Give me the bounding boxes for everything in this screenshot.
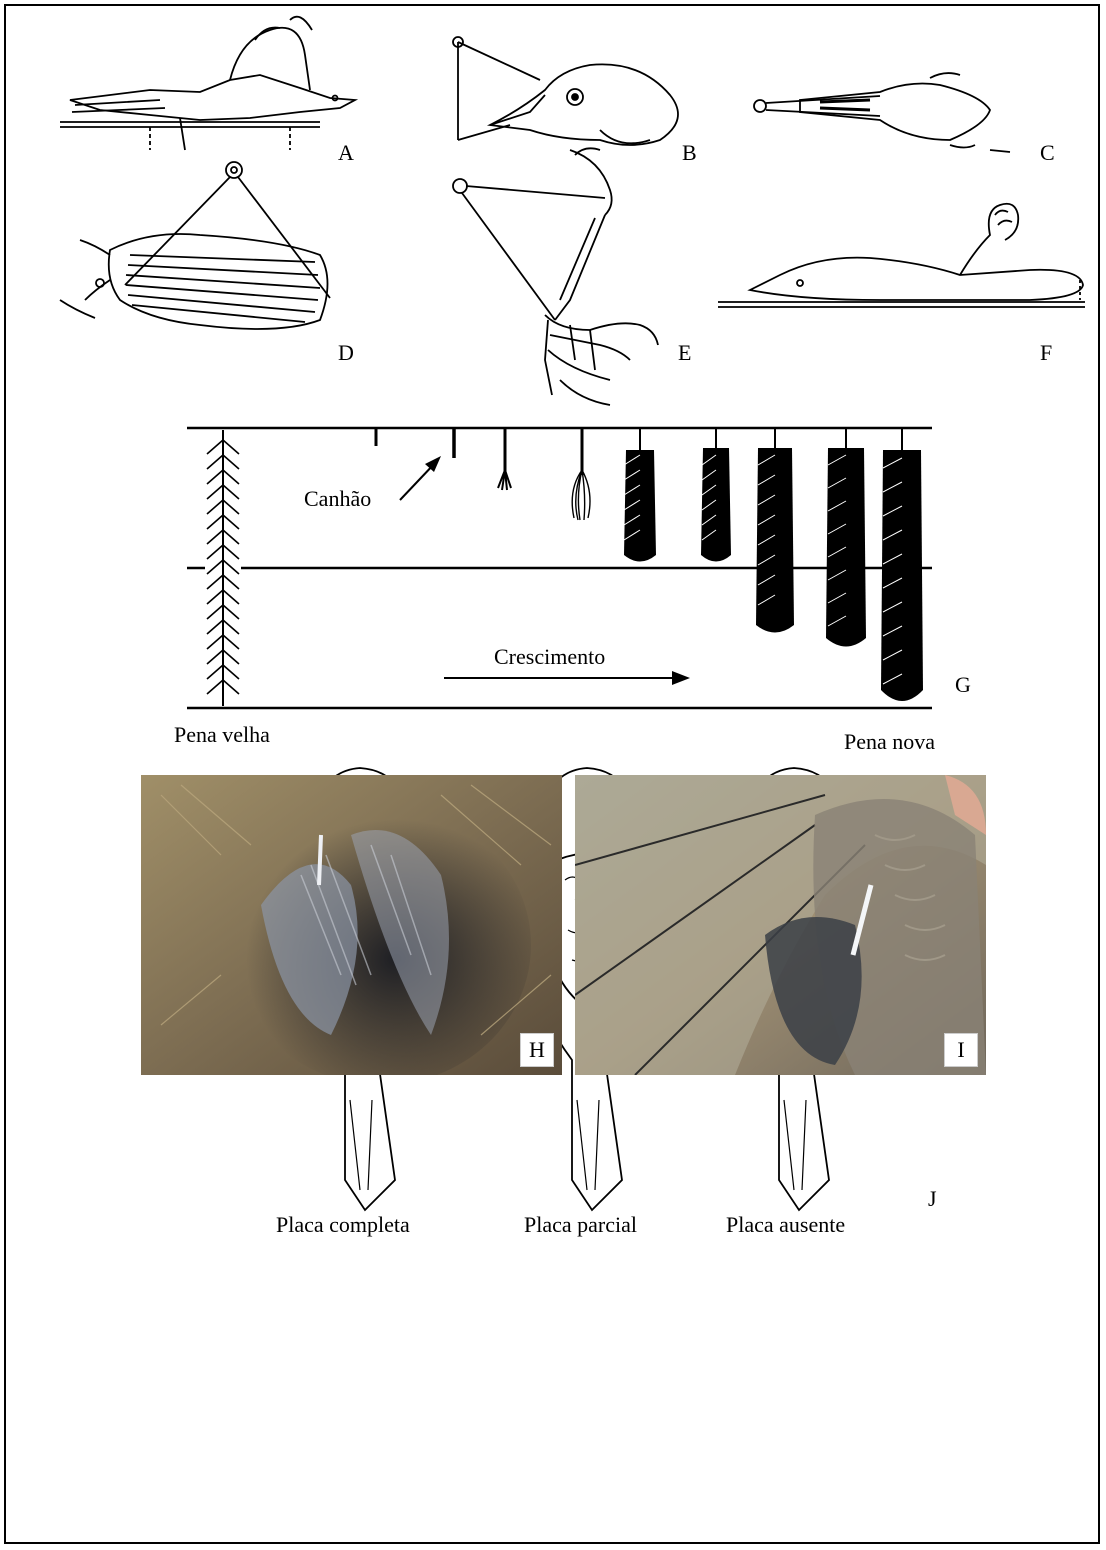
panel-j-letter: J bbox=[928, 1186, 937, 1211]
growth-label: Crescimento bbox=[494, 644, 605, 669]
panel-c-head-top-measure bbox=[754, 73, 1010, 152]
caption-absent: Placa ausente bbox=[726, 1212, 845, 1237]
panel-e-letter: E bbox=[678, 340, 691, 365]
pin-feather-4 bbox=[572, 428, 590, 520]
old-feather bbox=[205, 430, 241, 706]
panel-f-tail-measure bbox=[718, 204, 1085, 307]
new-feather bbox=[881, 428, 923, 701]
caption-partial: Placa parcial bbox=[524, 1212, 637, 1237]
panel-e-leg-measure bbox=[453, 148, 658, 405]
pin-feather-3 bbox=[498, 428, 511, 490]
panel-d-letter: D bbox=[338, 340, 354, 365]
panel-c-letter: C bbox=[1040, 140, 1055, 165]
panel-h-letter: H bbox=[520, 1033, 554, 1067]
panel-a-letter: A bbox=[338, 140, 354, 165]
panel-g-letter: G bbox=[955, 672, 971, 697]
caption-complete: Placa completa bbox=[276, 1212, 410, 1237]
photo-h-image bbox=[141, 775, 562, 1075]
old-feather-label: Pena velha bbox=[174, 722, 270, 747]
panel-h-photo: H bbox=[141, 775, 562, 1075]
panel-b-head-beak-measure bbox=[453, 37, 678, 145]
growing-feather-6 bbox=[701, 428, 731, 562]
quill-label: Canhão bbox=[304, 486, 371, 511]
new-feather-label: Pena nova bbox=[844, 729, 935, 754]
photo-i-image bbox=[575, 775, 986, 1075]
growing-feather-8 bbox=[826, 428, 866, 647]
growth-arrow bbox=[444, 671, 690, 685]
quill-arrow bbox=[400, 456, 441, 500]
panel-i-photo: I bbox=[575, 775, 986, 1075]
growing-feather-7 bbox=[756, 428, 794, 633]
growing-feather-5 bbox=[624, 428, 656, 562]
panel-f-letter: F bbox=[1040, 340, 1052, 365]
panel-a-bird-on-ruler bbox=[60, 17, 355, 150]
panel-i-letter: I bbox=[944, 1033, 978, 1067]
panel-b-letter: B bbox=[682, 140, 697, 165]
panel-d-wing-measure bbox=[60, 162, 330, 329]
